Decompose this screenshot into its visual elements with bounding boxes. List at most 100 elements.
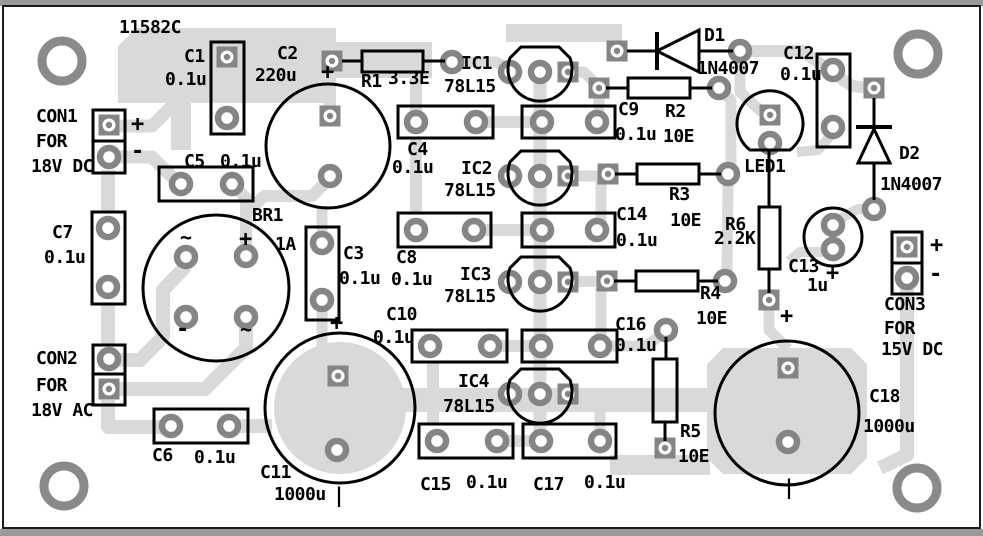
pad-ring: [465, 221, 483, 239]
pad-ring: [488, 432, 506, 450]
pad-ring: [313, 234, 331, 252]
pad-ring: [779, 433, 797, 451]
pad-square: [216, 46, 238, 68]
connector-con2-outline: [91, 343, 127, 407]
pad-ring: [172, 175, 190, 193]
cap-c13-outline: [802, 206, 864, 268]
cap-c7-outline: [90, 210, 127, 306]
pad-ring: [421, 337, 439, 355]
pad-ring: [719, 165, 737, 183]
cap-c12-outline: [815, 52, 852, 149]
pad-ring: [177, 248, 195, 266]
cap-c10-outline: [410, 328, 509, 364]
pad-ring: [407, 113, 425, 131]
pad-square: [557, 383, 579, 405]
resistor-r2-outline: [606, 76, 712, 100]
cap-c9-outline: [520, 104, 617, 140]
pad-ring: [824, 118, 842, 136]
pad-square: [759, 104, 781, 126]
cap-c8-outline: [396, 211, 493, 249]
pad-ring: [481, 337, 499, 355]
pad-ring: [533, 113, 551, 131]
connector-con3-outline: [890, 230, 924, 296]
led1-outline: [735, 89, 805, 152]
pad-ring: [467, 113, 485, 131]
cap-c4-outline: [396, 104, 495, 140]
resistor-r1-outline: [342, 49, 445, 74]
pad-ring: [591, 432, 609, 450]
cap-c1-outline: [209, 40, 246, 136]
pad-square: [863, 77, 885, 99]
cap-c11-outline: [263, 331, 417, 485]
pad-ring: [824, 240, 842, 258]
pad-square: [321, 50, 343, 72]
pad-ring: [533, 221, 551, 239]
pad-ring: [177, 308, 195, 326]
pad-ring: [223, 175, 241, 193]
cap-c2-outline: [264, 82, 392, 210]
cap-c6-outline: [152, 407, 250, 445]
pad-ring: [657, 321, 675, 339]
pad-ring: [100, 350, 118, 368]
pad-ring: [531, 167, 549, 185]
pad-square: [557, 165, 579, 187]
pad-ring: [716, 272, 734, 290]
pad-ring: [321, 167, 339, 185]
pad-ring: [328, 441, 346, 459]
pad-ring: [824, 61, 842, 79]
pad-square: [319, 105, 341, 127]
pad-ring: [407, 221, 425, 239]
cap-c16-outline: [520, 328, 619, 364]
cap-c5-outline: [157, 165, 255, 203]
pad-ring: [710, 79, 728, 97]
resistor-r3-outline: [615, 162, 721, 186]
cap-c15-outline: [417, 422, 515, 460]
ic3-outline: [506, 255, 574, 313]
diode-d1-outline: [627, 27, 733, 75]
pad-ring: [99, 219, 117, 237]
resistor-r5-outline: [651, 337, 679, 441]
pad-square: [557, 61, 579, 83]
pad-ring: [591, 337, 609, 355]
pad-ring: [162, 417, 180, 435]
pad-ring: [218, 109, 236, 127]
pad-ring: [588, 221, 606, 239]
ic2-outline: [506, 149, 574, 207]
pad-ring: [99, 278, 117, 296]
pad-ring: [531, 273, 549, 291]
pad-ring: [428, 432, 446, 450]
pad-ring: [443, 53, 461, 71]
pad-square: [777, 357, 799, 379]
pad-ring: [898, 269, 916, 287]
pad-ring: [100, 148, 118, 166]
diode-d2-outline: [855, 98, 893, 200]
cap-c3-outline: [304, 225, 341, 322]
pad-square: [327, 365, 349, 387]
pad-ring: [237, 308, 255, 326]
pad-square: [98, 114, 120, 136]
pad-ring: [532, 432, 550, 450]
pad-ring: [220, 417, 238, 435]
pad-ring: [824, 216, 842, 234]
cap-c14-outline: [520, 211, 617, 249]
pad-ring: [865, 200, 883, 218]
pad-ring: [532, 337, 550, 355]
frame-bottom-bar: [0, 529, 983, 536]
pad-ring: [531, 63, 549, 81]
pad-ring: [531, 385, 549, 403]
frame-top-bar: [0, 0, 983, 6]
pad-ring: [313, 291, 331, 309]
pad-ring: [731, 42, 749, 60]
pad-square: [606, 40, 628, 62]
connector-con1-outline: [91, 108, 127, 175]
cap-c18-outline: [713, 339, 861, 487]
component-outlines: [90, 27, 924, 487]
pad-square: [557, 271, 579, 293]
cap-c17-outline: [521, 422, 618, 460]
pad-square: [98, 378, 120, 400]
pad-ring: [237, 247, 255, 265]
pad-square: [896, 236, 918, 258]
pad-ring: [588, 113, 606, 131]
